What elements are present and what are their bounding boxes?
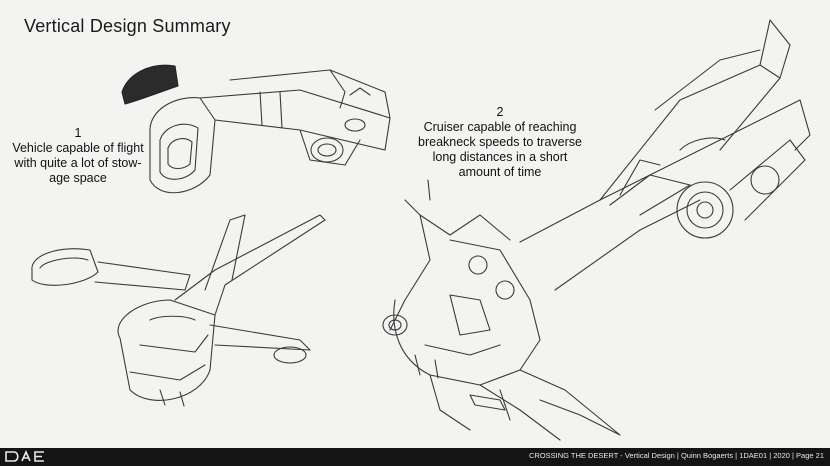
caption-2-line-2: breakneck speeds to traverse [418, 135, 582, 149]
sketch-drawings [31, 19, 811, 441]
footer-bar: CROSSING THE DESERT - Vertical Design | … [0, 448, 830, 466]
caption-2-line-3: long distances in a short [432, 150, 568, 164]
caption-vehicle-1: 1 Vehicle capable of flight with quite a… [8, 126, 148, 186]
caption-1-line-3: age space [49, 171, 107, 185]
caption-1-line-1: Vehicle capable of flight [12, 141, 144, 155]
sketch-vehicle-1-bottom [31, 214, 326, 407]
caption-1-line-2: with quite a lot of stow- [14, 156, 142, 170]
caption-vehicle-2: 2 Cruiser capable of reaching breakneck … [410, 105, 590, 180]
caption-2-number: 2 [496, 105, 504, 119]
sketch-vehicle-2-top [519, 19, 811, 291]
sketch-vehicle-1-top [121, 64, 391, 194]
caption-2-line-4: amount of time [458, 165, 542, 179]
caption-1-number: 1 [74, 126, 82, 140]
caption-2-line-1: Cruiser capable of reaching [423, 120, 577, 134]
page-title: Vertical Design Summary [24, 16, 231, 36]
dae-logo-icon [5, 450, 44, 462]
sketch-vehicle-2-bottom [382, 179, 621, 441]
footer-text: CROSSING THE DESERT - Vertical Design | … [528, 451, 824, 460]
